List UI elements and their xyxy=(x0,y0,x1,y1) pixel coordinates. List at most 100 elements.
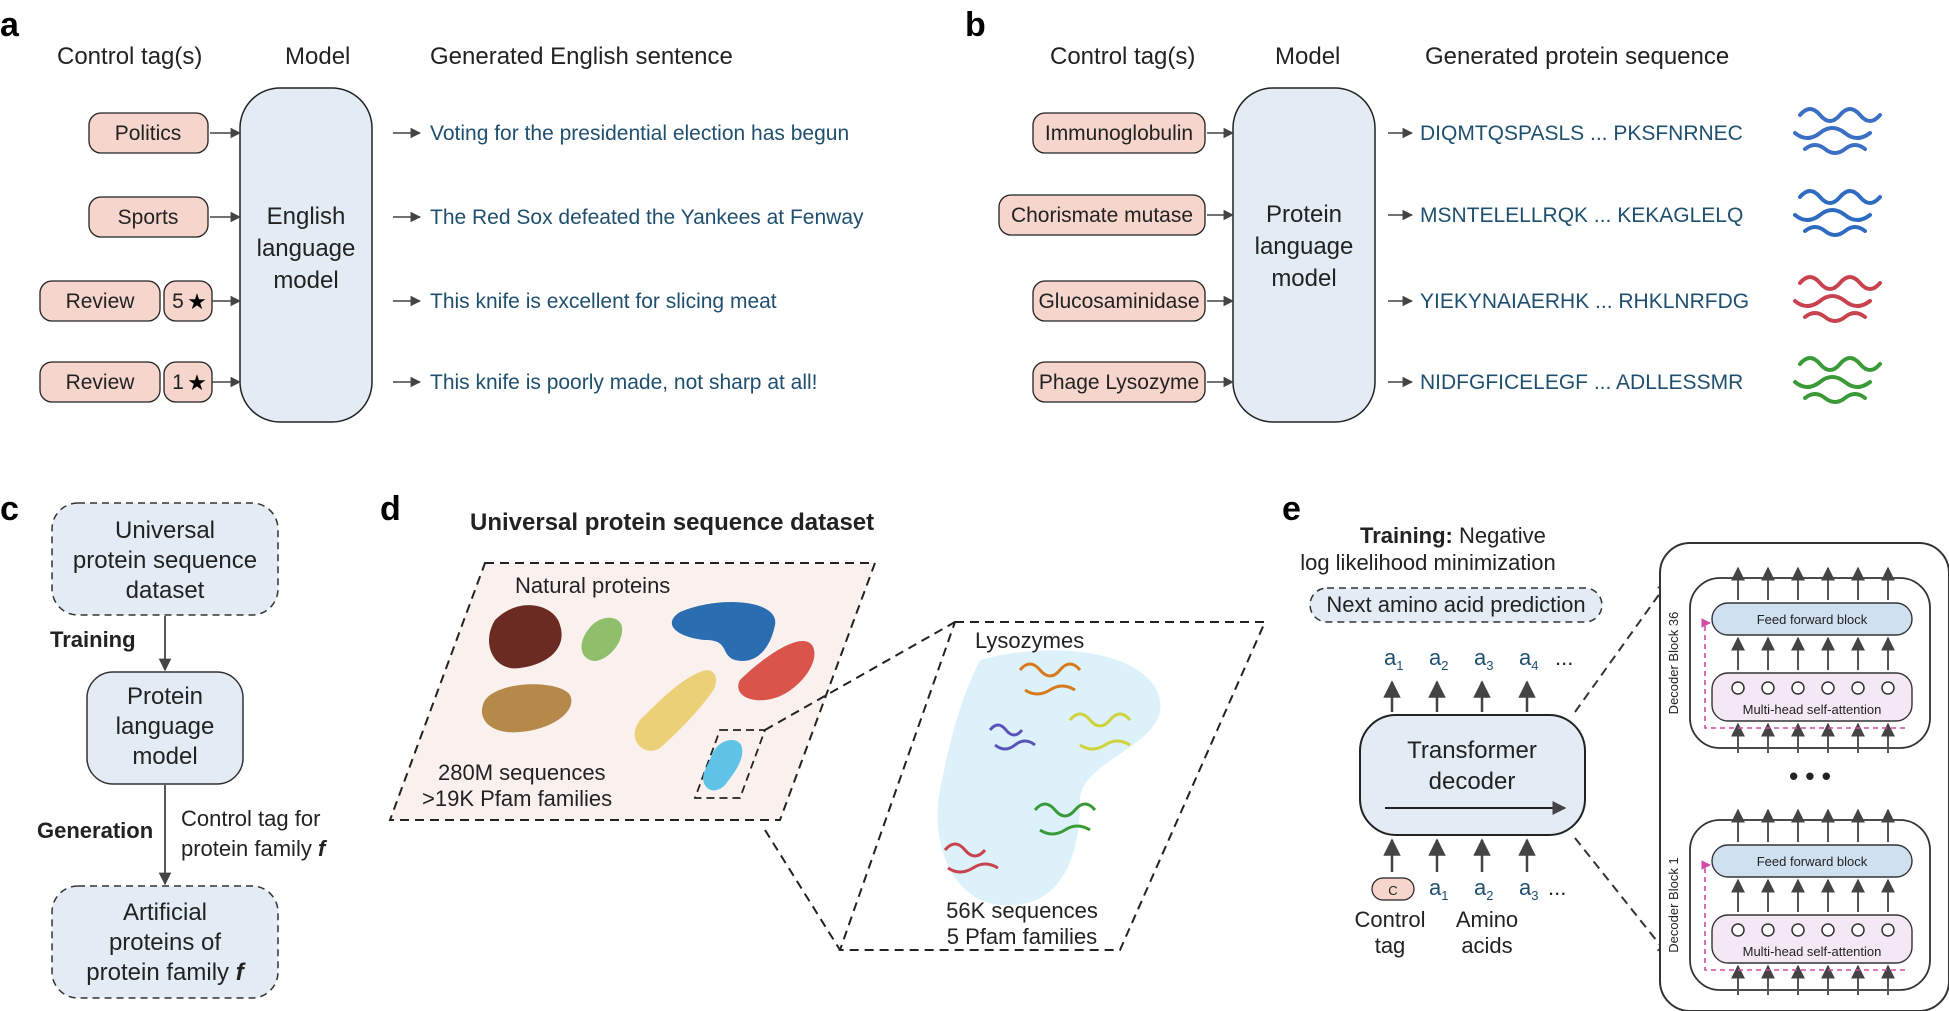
lysozyme-structure-icon xyxy=(1033,802,1097,836)
transformer-line2: decoder xyxy=(1429,768,1516,795)
feed-forward-block xyxy=(1711,602,1913,636)
amino-acids-label-line2: acids xyxy=(1461,933,1512,958)
input-token: a2 xyxy=(1474,875,1493,903)
attention-head xyxy=(1791,681,1805,695)
stats1-line1: 280M sequences xyxy=(438,760,606,785)
control-tag-letter: C xyxy=(1388,883,1397,898)
output-token-ellipsis: ... xyxy=(1555,645,1573,670)
attention-head xyxy=(1731,923,1745,937)
input-token-ellipsis: ... xyxy=(1548,875,1566,900)
stats1-line2: >19K Pfam families xyxy=(422,786,612,811)
training-objective-line2: log likelihood minimization xyxy=(1300,550,1556,575)
universal-dataset-box xyxy=(51,502,279,616)
attention-head xyxy=(1761,923,1775,937)
star-icon: ★ xyxy=(187,289,207,314)
c-protein-model-line1: Protein xyxy=(127,683,203,710)
protein-tag-label: Glucosaminidase xyxy=(1038,290,1199,313)
lysozyme-region xyxy=(937,650,1161,906)
artificial-proteins-box xyxy=(51,885,279,999)
protein-family-blob xyxy=(738,640,815,701)
artificial-proteins-line2: proteins of xyxy=(109,929,221,956)
protein-sequence-output: YIEKYNAIAERHK ... RHKLNRFDG xyxy=(1420,290,1749,313)
tag-politics-label: Politics xyxy=(115,122,182,145)
next-amino-acid-box xyxy=(1309,587,1603,623)
tag-politics xyxy=(88,112,209,154)
panel-a-label: a xyxy=(0,6,20,44)
training-objective-line1: Training: Negative xyxy=(1360,523,1546,548)
star-rating-5-value: 5 xyxy=(172,290,184,313)
attention-head xyxy=(1851,923,1865,937)
natural-proteins-label: Natural proteins xyxy=(515,573,670,598)
english-output-4: This knife is poorly made, not sharp at … xyxy=(430,371,818,394)
output-token: a2 xyxy=(1429,645,1448,673)
lysozymes-label: Lysozymes xyxy=(975,628,1084,653)
output-token: a4 xyxy=(1519,645,1538,673)
lysozyme-structure-icon xyxy=(943,842,999,874)
attention-head xyxy=(1881,681,1895,695)
c-protein-model-line3: model xyxy=(132,743,197,770)
protein-structure-icon xyxy=(1793,189,1882,237)
self-attention-label: Multi-head self-attention xyxy=(1743,702,1882,717)
protein-family-blob xyxy=(634,670,717,751)
attention-head xyxy=(1881,923,1895,937)
transformer-line1: Transformer xyxy=(1407,737,1537,764)
protein-sequence-output: MSNTELELLRQK ... KEKAGLELQ xyxy=(1420,204,1743,227)
panel-b-label: b xyxy=(965,6,986,44)
protein-family-blob xyxy=(671,602,776,661)
tag-sports xyxy=(88,196,209,238)
panel-e: e Training: Negative log likelihood mini… xyxy=(1282,490,1949,1011)
decoder-block-label: Decoder Block 1 xyxy=(1666,857,1681,952)
panel-e-label: e xyxy=(1282,490,1301,528)
protein-tag-label: Chorismate mutase xyxy=(1011,204,1193,227)
tag-review-5 xyxy=(39,280,161,322)
attention-head xyxy=(1821,923,1835,937)
panel-a: a Control tag(s) Model Generated English… xyxy=(0,6,864,423)
protein-family-blob xyxy=(481,684,572,733)
feed-forward-label: Feed forward block xyxy=(1757,612,1868,627)
amino-acids-label-line1: Amino xyxy=(1456,907,1518,932)
dataset-title: Universal protein sequence dataset xyxy=(470,509,874,536)
residual-connection xyxy=(1701,860,1905,971)
protein-model-line1: Protein xyxy=(1266,201,1342,228)
protein-family-blob xyxy=(489,605,562,669)
english-model-line3: model xyxy=(273,267,338,294)
control-note-line1: Control tag for xyxy=(181,806,320,831)
protein-structure-icon xyxy=(1793,275,1882,323)
lysozyme-blob xyxy=(703,739,743,791)
c-protein-model-line2: language xyxy=(116,713,215,740)
panel-b-col-output: Generated protein sequence xyxy=(1425,43,1729,70)
control-tag-label-line2: tag xyxy=(1375,933,1406,958)
english-output-3: This knife is excellent for slicing meat xyxy=(430,290,777,313)
protein-sequence-output: DIQMTQSPASLS ... PKSFNRNEC xyxy=(1420,122,1743,145)
stats2-line2: 5 Pfam families xyxy=(947,924,1097,949)
next-amino-acid-label: Next amino acid prediction xyxy=(1326,592,1585,617)
universal-dataset-line2: protein sequence xyxy=(73,547,257,574)
english-output-1: Voting for the presidential election has… xyxy=(430,122,849,145)
english-model-line2: language xyxy=(257,235,356,262)
control-tag-chip xyxy=(1371,877,1415,901)
universal-dataset-line1: Universal xyxy=(115,517,215,544)
panel-b: b Control tag(s) Model Generated protein… xyxy=(965,6,1882,423)
decoder-block-label: Decoder Block 36 xyxy=(1666,612,1681,715)
lysozyme-structure-icon xyxy=(1018,662,1082,696)
protein-model-line2: language xyxy=(1255,233,1354,260)
tag-review-1 xyxy=(39,361,161,403)
protein-tag-label: Immunoglobulin xyxy=(1045,122,1193,145)
protein-structure-icon xyxy=(1793,107,1882,155)
panel-a-col-tags: Control tag(s) xyxy=(57,43,202,70)
tag-sports-label: Sports xyxy=(118,206,179,229)
panel-c: c Universal protein sequence dataset Tra… xyxy=(0,490,328,999)
tag-review-5-label: Review xyxy=(66,290,136,313)
protein-family-blob xyxy=(581,617,623,661)
protein-sequence-output: NIDFGFICELEGF ... ADLLESSMR xyxy=(1420,371,1743,394)
protein-tag xyxy=(1032,280,1206,322)
artificial-proteins-line1: Artificial xyxy=(123,899,207,926)
decoder-ellipsis: • • • xyxy=(1789,761,1831,791)
lysozyme-subset-box xyxy=(693,729,767,799)
panel-d: d Universal protein sequence dataset Nat… xyxy=(380,490,1267,951)
panel-a-col-model: Model xyxy=(285,43,350,70)
protein-structure-icon xyxy=(1793,356,1882,404)
panel-d-label: d xyxy=(380,490,401,528)
stats2-line1: 56K sequences xyxy=(946,898,1098,923)
